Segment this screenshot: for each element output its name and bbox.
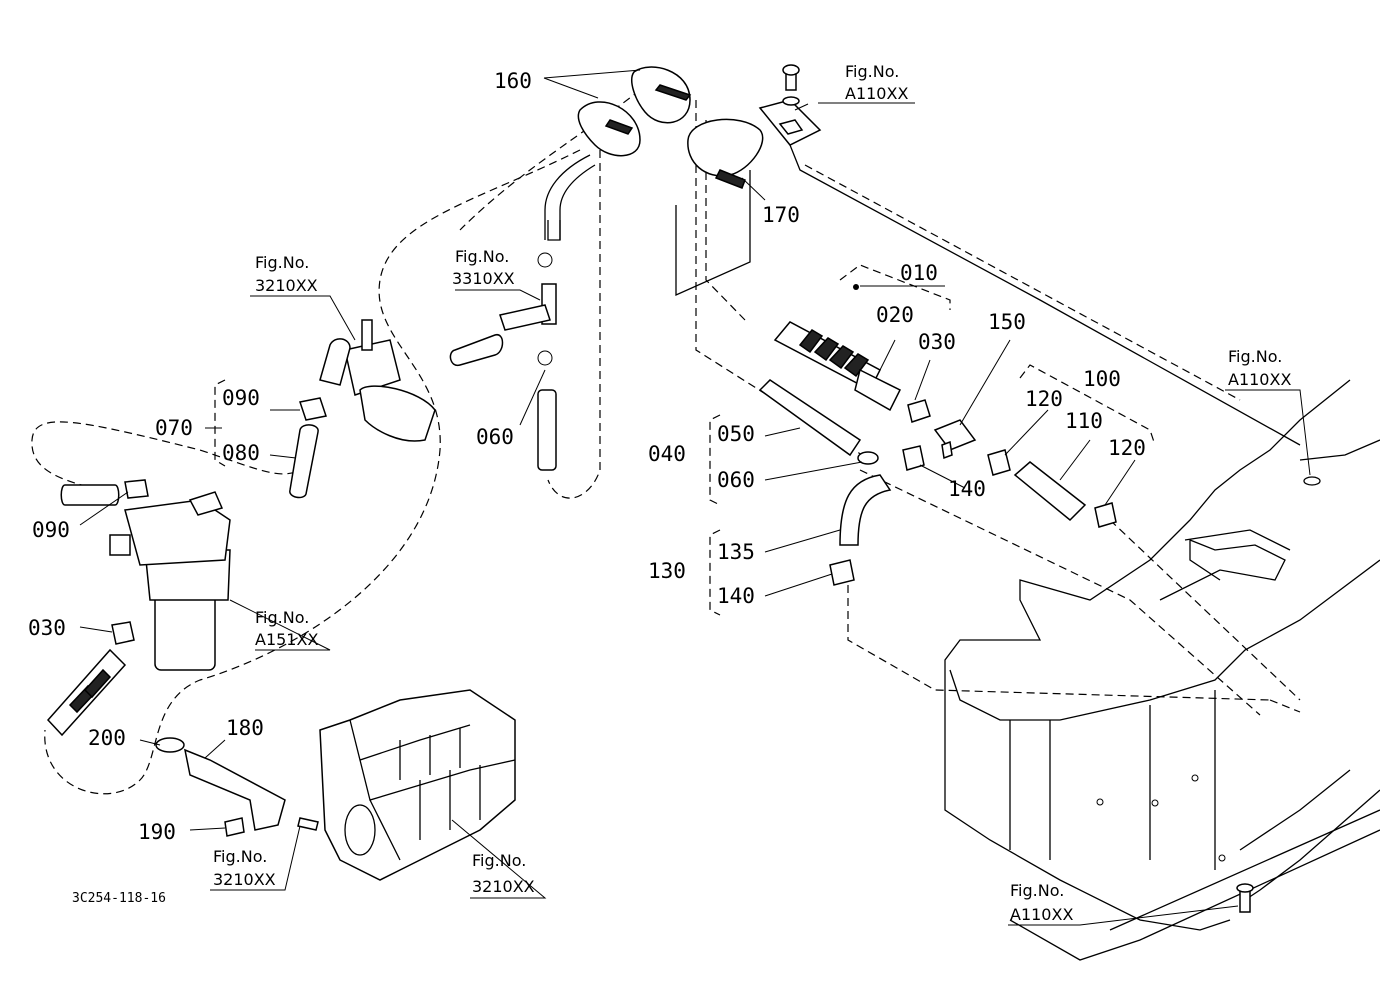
fig-word-a110-right: Fig.No.: [1228, 347, 1282, 366]
part-190-bolt: [224, 817, 245, 837]
part-140-clamp-lower: [829, 559, 855, 586]
label-130: 130: [648, 559, 686, 583]
part-010-inline-filter: [773, 284, 902, 412]
fig-word-a110-bottom: Fig.No.: [1010, 881, 1064, 900]
label-030-right: 030: [918, 330, 956, 354]
group-brackets: [214, 264, 1156, 616]
label-135: 135: [717, 540, 755, 564]
label-140-lower: 140: [717, 584, 755, 608]
fuel-line-routing: [31, 89, 1301, 841]
bellows-filter-left: [46, 648, 127, 737]
label-060-left: 060: [476, 425, 514, 449]
label-020: 020: [876, 303, 914, 327]
part-135-hose: [839, 474, 892, 546]
label-080: 080: [222, 441, 260, 465]
part-030-clamp-right: [907, 399, 931, 423]
fig-ref-3310: 3310XX: [452, 269, 515, 288]
label-010: 010: [900, 261, 938, 285]
fig-word-3310: Fig.No.: [455, 247, 509, 266]
part-160-clamp: [544, 66, 692, 240]
label-140-upper: 140: [948, 477, 986, 501]
fuel-filter-a151: [60, 479, 231, 671]
fig-ref-a110-top: A110XX: [845, 84, 908, 103]
fig-ref-3210-bracket: 3210XX: [213, 870, 276, 889]
fig-ref-a151: A151XX: [255, 630, 318, 649]
tee-fitting-3310: [449, 220, 561, 471]
fig-word-a110-top: Fig.No.: [845, 62, 899, 81]
part-labels: 160 170 010 020 030 150 100 120 110 120 …: [28, 69, 1146, 844]
fig-ref-a110-bottom: A110XX: [1010, 905, 1073, 924]
label-030-left: 030: [28, 616, 66, 640]
part-060-clip-right: [857, 451, 879, 465]
label-100: 100: [1083, 367, 1121, 391]
part-100-hose-assembly: [987, 449, 1117, 528]
label-180: 180: [226, 716, 264, 740]
label-090-upper: 090: [222, 386, 260, 410]
label-200: 200: [88, 726, 126, 750]
label-090-lower: 090: [32, 518, 70, 542]
drawing-code: 3C254-118-16: [72, 891, 166, 906]
figure-references: Fig.No. A110XX Fig.No. 3310XX Fig.No. 32…: [213, 62, 1291, 924]
label-050: 050: [717, 422, 755, 446]
label-170: 170: [762, 203, 800, 227]
part-150-tee: [933, 419, 977, 460]
fig-ref-3210-engine: 3210XX: [472, 877, 535, 896]
part-200-clip: [155, 737, 185, 753]
label-120-lower: 120: [1108, 436, 1146, 460]
fig-word-3210-engine: Fig.No.: [472, 851, 526, 870]
part-140-clamp-upper: [902, 445, 925, 471]
fig-word-3210-bracket: Fig.No.: [213, 847, 267, 866]
label-060-right: 060: [717, 468, 755, 492]
fig-ref-3210-pump: 3210XX: [255, 276, 318, 295]
label-040: 040: [648, 442, 686, 466]
label-070: 070: [155, 416, 193, 440]
label-120-upper: 120: [1025, 387, 1063, 411]
part-030-clamp-left: [111, 621, 135, 645]
part-050-hose: [758, 379, 862, 457]
label-160: 160: [494, 69, 532, 93]
label-190: 190: [138, 820, 176, 844]
part-090-clamp-upper: [299, 397, 327, 421]
part-180-bracket: [183, 748, 286, 831]
fig-word-a151: Fig.No.: [255, 608, 309, 627]
leader-lines: [79, 69, 1311, 926]
fuel-tank: [758, 64, 1380, 961]
part-170-clamp: [675, 118, 764, 297]
stud: [297, 817, 319, 831]
fig-ref-a110-right: A110XX: [1228, 370, 1291, 389]
fig-word-3210-pump: Fig.No.: [255, 253, 309, 272]
label-110: 110: [1065, 409, 1103, 433]
part-080-hose: [289, 424, 319, 499]
label-150: 150: [988, 310, 1026, 334]
fuel-pump: [319, 319, 436, 442]
